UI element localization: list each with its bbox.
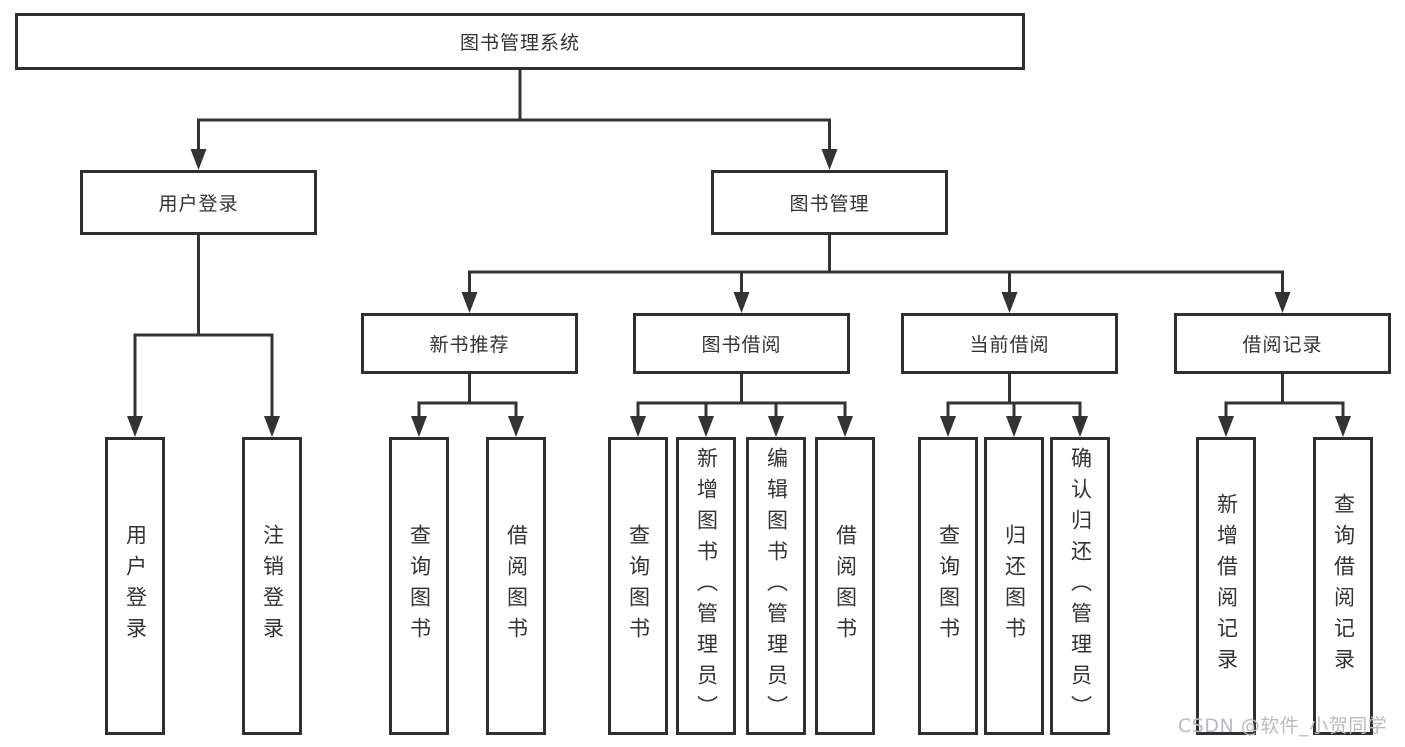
leaf-query-books-current: 查询图书 bbox=[918, 437, 978, 735]
node-label: 查询图书 bbox=[936, 524, 961, 648]
node-label: 新书推荐 bbox=[429, 334, 510, 356]
node-root: 图书管理系统 bbox=[15, 13, 1025, 70]
node-label: 借阅图书 bbox=[833, 524, 858, 648]
node-label: 编辑图书（管理员） bbox=[764, 446, 789, 726]
node-label: 图书管理 bbox=[789, 193, 870, 215]
node-label: 查询图书 bbox=[407, 524, 432, 648]
node-book-borrow: 图书借阅 bbox=[633, 313, 850, 374]
node-label: 图书借阅 bbox=[701, 334, 782, 356]
node-label: 图书管理系统 bbox=[459, 32, 580, 54]
node-label: 新增图书（管理员） bbox=[694, 446, 719, 726]
leaf-user-login: 用户登录 bbox=[105, 437, 165, 735]
leaf-confirm-return-admin: 确认归还（管理员） bbox=[1050, 437, 1110, 735]
leaf-borrow-books: 借阅图书 bbox=[815, 437, 875, 735]
node-label: 用户登录 bbox=[158, 193, 239, 215]
node-current-borrow: 当前借阅 bbox=[901, 313, 1118, 374]
node-label: 查询借阅记录 bbox=[1331, 493, 1356, 679]
node-label: 用户登录 bbox=[123, 524, 148, 648]
leaf-return-book: 归还图书 bbox=[984, 437, 1044, 735]
leaf-add-book-admin: 新增图书（管理员） bbox=[676, 437, 736, 735]
leaf-add-borrow-record: 新增借阅记录 bbox=[1196, 437, 1256, 735]
node-label: 借阅记录 bbox=[1242, 334, 1323, 356]
node-label: 确认归还（管理员） bbox=[1068, 446, 1093, 726]
leaf-borrow-books-recommend: 借阅图书 bbox=[486, 437, 546, 735]
node-new-book-recommend: 新书推荐 bbox=[361, 313, 578, 374]
node-label: 归还图书 bbox=[1002, 524, 1027, 648]
leaf-query-borrow-record: 查询借阅记录 bbox=[1313, 437, 1373, 735]
leaf-edit-book-admin: 编辑图书（管理员） bbox=[746, 437, 806, 735]
node-label: 新增借阅记录 bbox=[1214, 493, 1239, 679]
leaf-query-books-recommend: 查询图书 bbox=[389, 437, 449, 735]
node-user-login: 用户登录 bbox=[80, 170, 317, 235]
leaf-logout: 注销登录 bbox=[242, 437, 302, 735]
node-label: 注销登录 bbox=[260, 524, 285, 648]
leaf-query-books-borrow: 查询图书 bbox=[608, 437, 668, 735]
node-label: 查询图书 bbox=[626, 524, 651, 648]
node-book-management: 图书管理 bbox=[711, 170, 948, 235]
node-borrow-records: 借阅记录 bbox=[1174, 313, 1391, 374]
watermark: CSDN @软件_小贺同学 bbox=[1178, 715, 1388, 737]
node-label: 当前借阅 bbox=[969, 334, 1050, 356]
node-label: 借阅图书 bbox=[504, 524, 529, 648]
